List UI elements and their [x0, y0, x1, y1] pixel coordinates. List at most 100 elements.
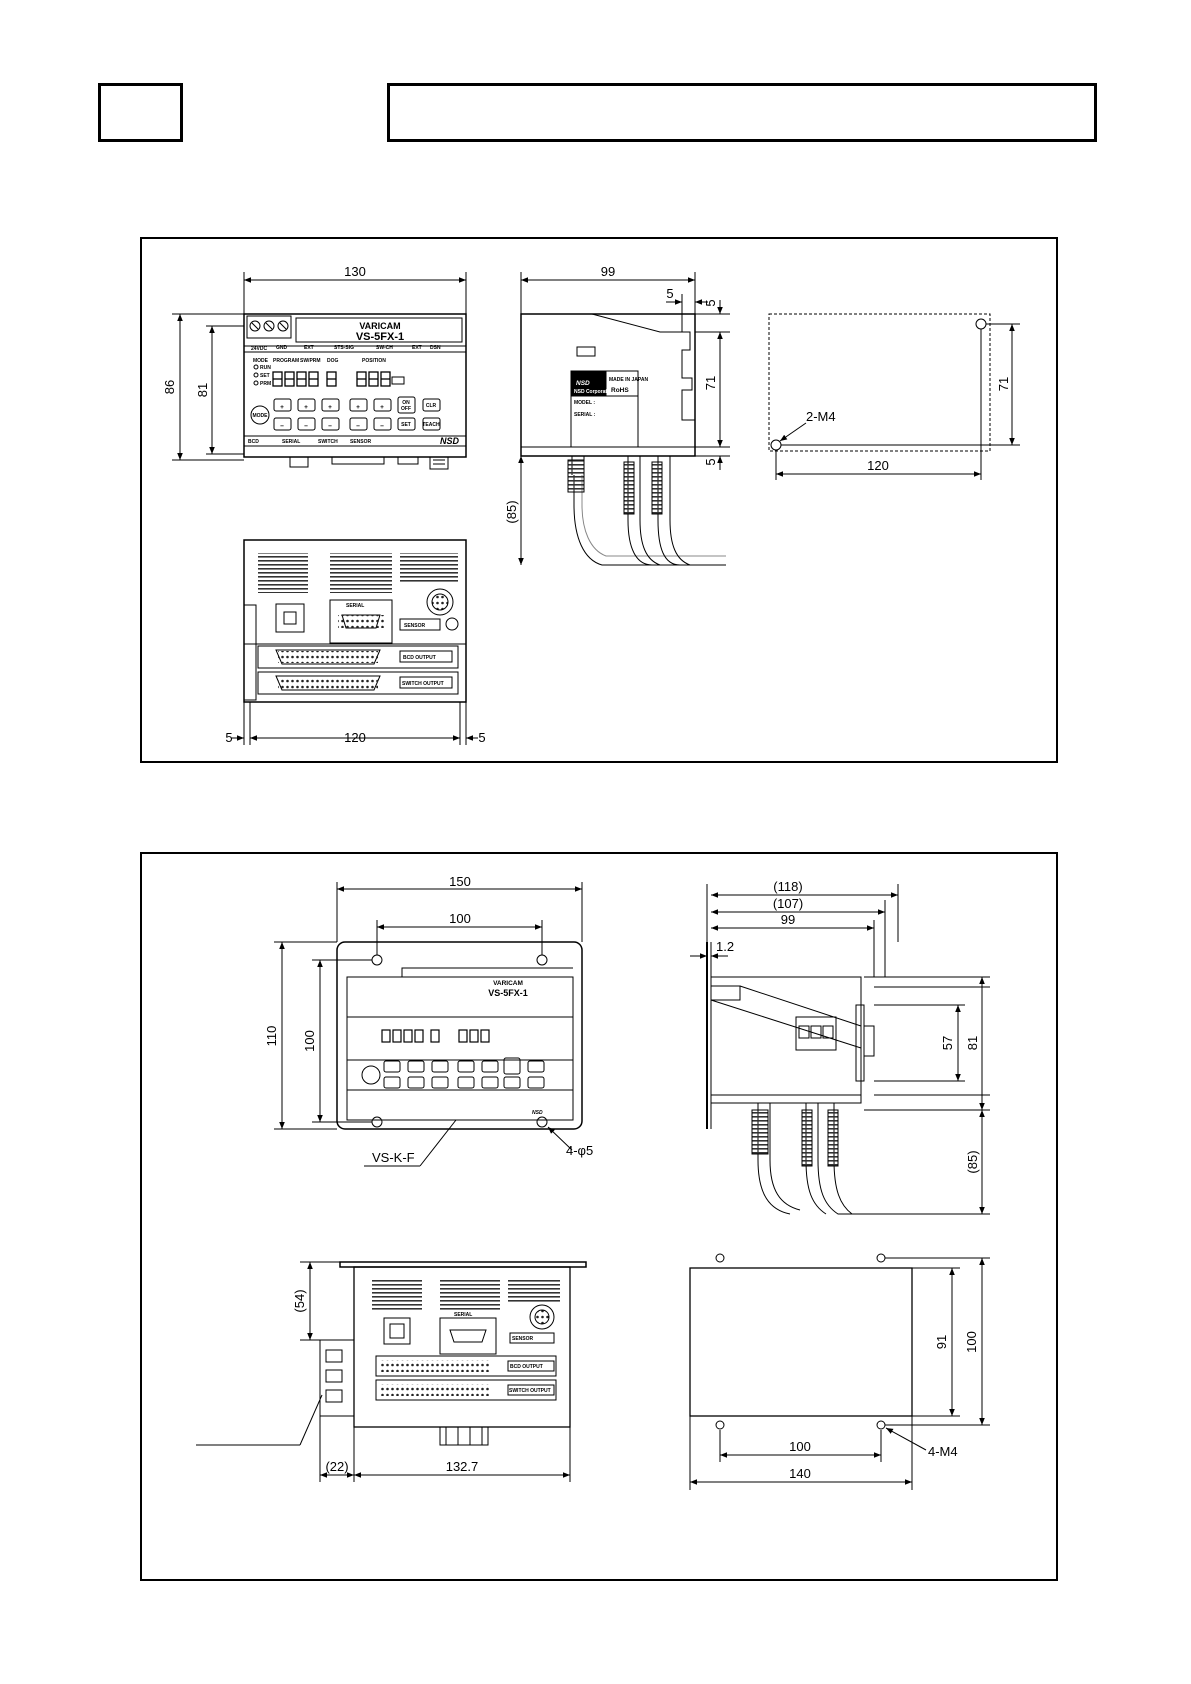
made-in-label: MADE IN JAPAN	[609, 377, 648, 383]
dim-panel-height: 110	[264, 1026, 279, 1047]
top-view-dimensions	[172, 272, 467, 461]
plus-label: +	[280, 404, 284, 411]
dim-depth: 99	[601, 264, 615, 279]
panel-holes-label: 4-φ5	[566, 1143, 593, 1158]
dim-cutout-pitch: 100	[789, 1439, 811, 1454]
power-terminal	[246, 315, 292, 339]
dim-132: 132.7	[446, 1459, 479, 1474]
sensor-label: SENSOR	[350, 439, 372, 445]
minus-label: −	[280, 423, 284, 430]
sw-label: SW-CH	[376, 345, 393, 351]
dim-91: 91	[934, 1335, 949, 1349]
plus-label: +	[304, 404, 308, 411]
mount-hole	[770, 439, 782, 451]
plus-label: +	[328, 404, 332, 411]
dim-81: 81	[965, 1036, 980, 1050]
mode-button-label: MODE	[253, 413, 269, 419]
ext2-label: EXT	[412, 345, 422, 351]
teach-label: TEACH	[422, 422, 440, 428]
dim-rear-left: 5	[225, 730, 232, 745]
dim-rear-right: 5	[478, 730, 485, 745]
dim-side-height: 71	[703, 376, 718, 390]
on-label: ON	[402, 400, 410, 406]
minus-label: −	[328, 423, 332, 430]
dim-cutout-100: 100	[964, 1331, 979, 1353]
led-set: SET	[260, 373, 270, 379]
dim-99: 99	[781, 912, 795, 927]
mount-hole	[975, 318, 987, 330]
dim-rear-width: 120	[344, 730, 366, 745]
section-number-box	[98, 83, 183, 142]
dim-118: (118)	[773, 879, 802, 894]
power-label: 24VDC	[251, 346, 268, 352]
rear-switch-label: SWITCH OUTPUT	[402, 681, 444, 687]
mount-holes-label: 2-M4	[806, 409, 836, 424]
device-brand: VARICAM	[359, 321, 400, 331]
brand-plate	[295, 317, 463, 343]
minus-label: −	[356, 423, 360, 430]
side-view	[518, 272, 730, 566]
dim-57: 57	[940, 1036, 955, 1050]
position-label: POSITION	[362, 358, 386, 364]
rear-serial-label: SERIAL	[346, 603, 364, 609]
program-label: PROGRAM	[273, 358, 299, 364]
panel-model: VS-5FX-1	[488, 988, 528, 998]
off-label: OFF	[401, 406, 411, 412]
dim-offset-top2: 5	[703, 299, 718, 306]
plus-label: +	[356, 404, 360, 411]
seven-segment-display	[272, 371, 391, 387]
panel-rear-sensor: SENSOR	[512, 1336, 534, 1342]
bracket-label: VS-K-F	[372, 1150, 415, 1165]
top-view-front	[243, 313, 467, 470]
nsd-logo: NSD	[440, 436, 460, 446]
mode-button	[250, 405, 270, 425]
mount-hole-view	[768, 313, 1020, 480]
dog-label: DOG	[327, 358, 339, 364]
dim-mount-height: 71	[996, 377, 1011, 391]
plus-label: +	[380, 404, 384, 411]
cutout-holes-label: 4-M4	[928, 1444, 958, 1459]
led-prm: PRM	[260, 381, 271, 387]
nsd-label-logo: NSD	[576, 380, 590, 387]
company-label: NSD Corporation	[574, 389, 615, 395]
panel-front-view	[274, 882, 583, 1167]
rear-view	[232, 539, 478, 745]
model-label: MODEL :	[574, 400, 595, 406]
panel-rear-switch: SWITCH OUTPUT	[509, 1388, 551, 1394]
dim-mount-width: 120	[867, 458, 889, 473]
gnd-label: GND	[276, 345, 288, 351]
dim-offset-top: 5	[666, 286, 673, 301]
dim-panel-width: 150	[449, 874, 471, 889]
dim-thickness: 1.2	[716, 939, 734, 954]
panel-side-view	[690, 884, 990, 1215]
set-label: SET	[401, 422, 411, 428]
dim-height-outer: 86	[162, 380, 177, 394]
panel-rear-serial: SERIAL	[454, 1312, 472, 1318]
dim-107: (107)	[773, 896, 803, 911]
rohs-label: RoHS	[611, 387, 629, 394]
bcd-label: BCD	[248, 439, 259, 445]
panel-bracket	[336, 941, 583, 1130]
serial-label: SERIAL	[282, 439, 300, 445]
dsn-label: DSN	[430, 345, 441, 351]
dim-width: 130	[344, 264, 366, 279]
dim-22: (22)	[325, 1459, 348, 1474]
clr-label: CLR	[426, 403, 437, 409]
dim-54: (54)	[292, 1289, 307, 1312]
panel-cutout-view	[689, 1253, 990, 1490]
standalone-dimensions-panel	[140, 237, 1058, 763]
device-model: VS-5FX-1	[356, 331, 404, 343]
led-run: RUN	[260, 365, 271, 371]
switch-label: SWITCH	[318, 439, 338, 445]
panel-rear-bcd: BCD OUTPUT	[510, 1364, 543, 1370]
dim-panel-inner-height: 100	[302, 1030, 317, 1052]
dim-cable: (85)	[504, 500, 519, 523]
serial-field-label: SERIAL :	[574, 412, 596, 418]
minus-label: −	[304, 423, 308, 430]
rear-sensor-label: SENSOR	[404, 623, 426, 629]
dim-offset-bottom: 5	[703, 458, 718, 465]
rear-bcd-label: BCD OUTPUT	[403, 655, 436, 661]
panel-nsd-logo: NSD	[532, 1110, 543, 1116]
panel-mount-dimensions-panel	[140, 852, 1058, 1581]
